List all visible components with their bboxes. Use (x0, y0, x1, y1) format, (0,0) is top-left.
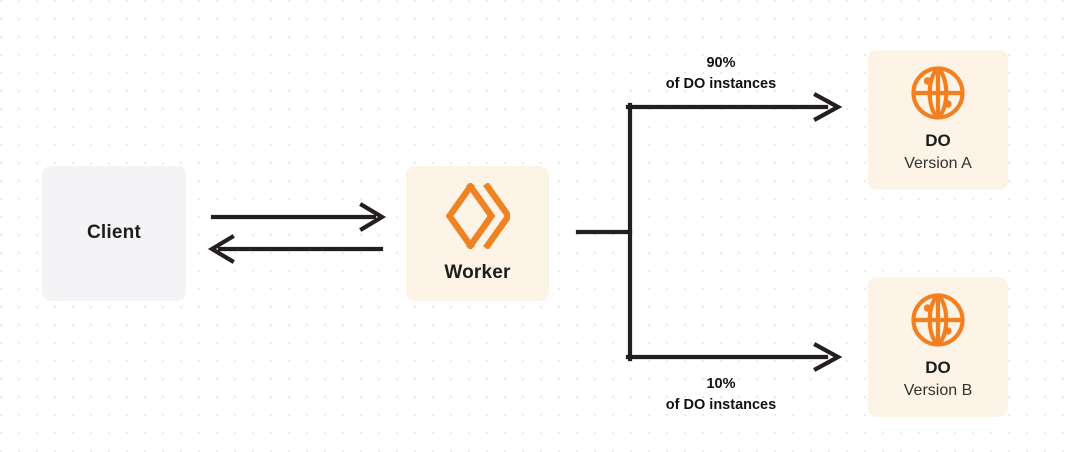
edge-label-do-b: 10% of DO instances (638, 374, 804, 416)
edge-label-do-b-detail: of DO instances (665, 397, 777, 414)
node-do-a-subtitle: Version A (904, 154, 972, 172)
edge-worker-split-bus (575, 102, 633, 362)
edge-label-do-b-percent: 10% (706, 376, 736, 392)
edge-worker-to-do-b (625, 342, 843, 372)
edge-label-do-a-detail: of DO instances (665, 76, 777, 93)
edge-label-do-a-percent: 90% (706, 55, 736, 71)
edge-client-to-worker (210, 202, 387, 232)
globe-icon (910, 65, 966, 121)
node-do-b-subtitle: Version B (903, 381, 973, 399)
node-do-a-title: DO (925, 131, 951, 151)
cloudflare-workers-icon (445, 182, 512, 251)
node-client-title: Client (87, 222, 141, 244)
edge-worker-to-client (207, 234, 384, 264)
node-client[interactable]: Client (42, 166, 186, 301)
node-worker-title: Worker (444, 262, 511, 284)
node-worker[interactable]: Worker (406, 166, 549, 301)
globe-icon (910, 292, 966, 348)
node-do-b-title: DO (925, 358, 951, 378)
edge-worker-to-do-a (625, 92, 843, 122)
node-do-version-b[interactable]: DO Version B (868, 277, 1008, 417)
node-do-version-a[interactable]: DO Version A (868, 50, 1008, 190)
edge-label-do-a: 90% of DO instances (638, 53, 804, 95)
